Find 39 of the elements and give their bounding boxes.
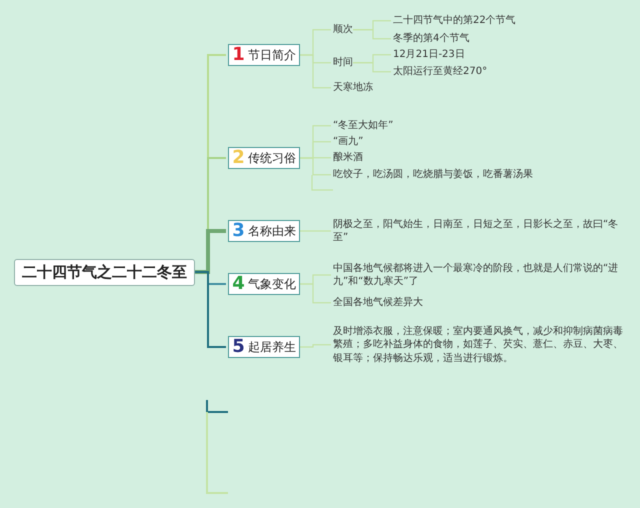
topic-title: 节日简介	[248, 46, 296, 64]
connector-line	[353, 62, 391, 72]
topic-box	[228, 336, 300, 358]
connector-line	[300, 344, 331, 348]
leaf-text: 太阳运行至黄经270°	[393, 65, 488, 78]
connector-line	[195, 229, 226, 274]
connector-line	[300, 54, 331, 88]
topic-title: 名称由来	[248, 222, 296, 240]
leaf-text: “冬至大如年”	[333, 119, 394, 132]
topic-box	[228, 44, 300, 66]
leaf-text: 阴极之至，阳气始生，日南至，日短之至，日影长之至，故曰“冬至”	[333, 218, 633, 244]
topic-number: 4	[232, 275, 245, 293]
leaf-text: 天寒地冻	[333, 81, 373, 94]
topic-box	[228, 147, 300, 169]
leaf-text: 12月21日-23日	[393, 48, 465, 62]
topic-title: 气象变化	[248, 276, 296, 292]
topic-box	[228, 220, 300, 242]
leaf-text: 顺次	[333, 23, 353, 36]
leaf-text: “画九”	[333, 135, 364, 148]
topic-number: 2	[232, 149, 245, 167]
connector-line	[300, 230, 331, 232]
leaf-text: 中国各地气候都将进入一个最寒冷的阶段，也就是人们常说的“进九”和“数九寒天”了	[333, 262, 628, 288]
connector-line	[300, 283, 331, 304]
leaf-text: 吃饺子，吃汤圆，吃烧腊与姜饭，吃番薯汤果	[333, 168, 533, 182]
topic-number: 3	[232, 222, 245, 240]
leaf-text: 及时增添衣服，注意保暖；室内要通风换气，减少和抑制病菌病毒繁殖；多吃补益身体的食物，如莲子、芡实、薏仁、赤豆、大枣、银耳等；保持畅达乐观，适当进行锻炼。	[333, 324, 628, 365]
leaf-text: 时间	[333, 56, 353, 70]
topic-box	[228, 273, 300, 295]
connector-line	[353, 29, 391, 40]
topic-title: 起居养生	[248, 338, 296, 356]
central-topic-box: 二十四节气之二十二冬至	[14, 258, 195, 286]
connector-line	[300, 157, 331, 176]
leaf-text: 全国各地气候差异大	[333, 296, 423, 310]
leaf-text: 酿米酒	[333, 151, 363, 164]
topic-number: 5	[232, 338, 245, 356]
topic-number: 1	[232, 46, 245, 64]
leaf-text: 二十四节气中的第22个节气	[393, 14, 516, 28]
leaf-text: 冬季的第4个节气	[393, 32, 470, 46]
topic-title: 传统习俗	[248, 150, 296, 166]
